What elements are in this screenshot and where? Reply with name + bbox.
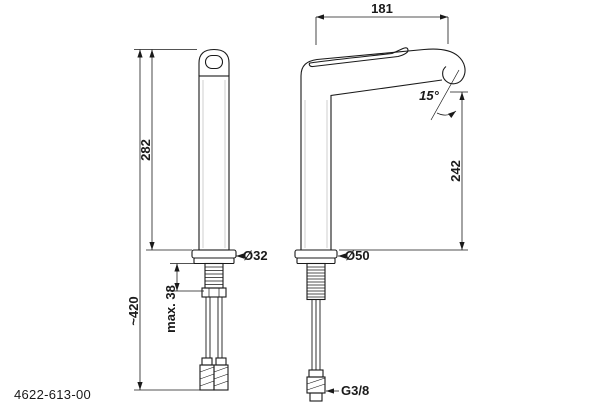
arrow-left-icon <box>326 388 334 394</box>
arrow-up-icon <box>174 263 180 272</box>
outlet-height-label: 242 <box>448 160 463 182</box>
escutcheon-diameter-side-label: Ø50 <box>345 248 370 263</box>
side-escutcheon <box>294 249 338 259</box>
side-spout-underside <box>330 79 443 250</box>
front-base-washer <box>193 257 235 265</box>
side-spout-outline <box>300 48 466 250</box>
dimension-labels: 282 ~420 max. 38 Ø32 181 15° 242 Ø50 G3/… <box>14 1 463 402</box>
front-height-label: 282 <box>138 139 153 161</box>
front-escutcheon <box>191 249 237 259</box>
arrow-left-icon <box>338 253 346 259</box>
front-nut-facets <box>208 288 220 297</box>
front-hose2-connector <box>213 364 229 391</box>
front-hoses <box>205 297 223 358</box>
overall-height-label: ~420 <box>126 296 141 325</box>
arrow-up-icon <box>137 49 143 58</box>
arrow-down-icon <box>459 242 465 250</box>
part-number: 4622-613-00 <box>14 387 91 402</box>
front-hose2-collar <box>215 357 227 366</box>
front-mounting-nut <box>201 287 227 298</box>
side-hose <box>311 299 321 370</box>
thread-size-label: G3/8 <box>341 383 369 398</box>
arrow-down-icon <box>149 242 155 250</box>
arrow-down-icon <box>174 283 180 291</box>
ext-lines-spout-reach <box>315 17 449 45</box>
max-deck-thickness-label: max. 38 <box>163 285 178 333</box>
ext-lines-deck-thickness <box>170 263 204 292</box>
front-body-highlight-lines <box>202 80 226 248</box>
front-hose1-collar <box>201 357 213 366</box>
arrow-up-icon <box>149 49 155 58</box>
arrow-arc-icon <box>448 111 456 118</box>
ext-lines-outlet-height <box>339 91 468 251</box>
side-hose-collar <box>308 369 324 378</box>
front-handle-head-outline <box>198 48 230 76</box>
angle-construction-line <box>430 69 460 121</box>
side-lever-handle <box>308 47 409 68</box>
side-thread-lines <box>307 266 325 298</box>
dimension-arrowheads <box>137 14 465 394</box>
spout-angle-label: 15° <box>419 88 439 103</box>
front-connector-hatch <box>199 366 229 387</box>
arrow-right-icon <box>440 14 448 20</box>
front-body <box>198 75 230 251</box>
front-thread-lines <box>205 266 223 285</box>
side-body-highlight-lines <box>304 100 328 248</box>
front-handle-loop <box>204 54 224 70</box>
front-view <box>191 48 237 391</box>
arrow-down-icon <box>137 382 143 390</box>
spout-reach-label: 181 <box>371 1 393 16</box>
escutcheon-diameter-front-label: Ø32 <box>243 248 268 263</box>
arrow-up-icon <box>459 92 465 100</box>
side-base-washer <box>296 257 336 265</box>
arrow-left-icon <box>316 14 324 20</box>
side-connector-hatch <box>306 377 326 391</box>
front-hose1-connector <box>199 364 215 391</box>
arrow-left-icon <box>236 253 244 259</box>
side-hose-nipple <box>309 392 323 402</box>
side-view <box>294 47 466 402</box>
